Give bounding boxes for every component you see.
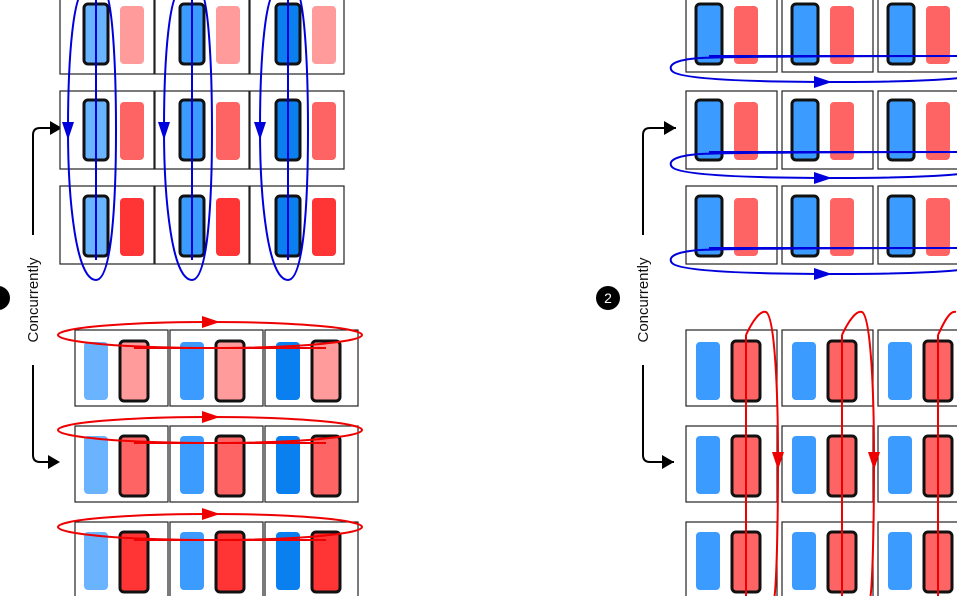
red-ring-group-right bbox=[745, 310, 957, 596]
step-badge-right: 2 bbox=[596, 286, 620, 310]
right-panel: 2 Concurrently bbox=[596, 0, 957, 596]
step-badge-right-number: 2 bbox=[604, 290, 612, 306]
concurrency-bracket-right: Concurrently bbox=[635, 121, 676, 469]
concurrently-label-right: Concurrently bbox=[635, 257, 652, 343]
left-bottom-grid bbox=[57, 316, 363, 596]
concurrently-label-left: Concurrently bbox=[25, 257, 42, 343]
step-badge-left bbox=[0, 286, 10, 310]
right-bottom-grid bbox=[685, 310, 957, 596]
left-top-grid bbox=[59, 0, 345, 281]
left-panel: Concurrently bbox=[0, 0, 363, 596]
blue-ring-group-right bbox=[669, 55, 957, 276]
concurrency-bracket-left: Concurrently bbox=[25, 121, 62, 469]
right-top-grid bbox=[669, 0, 957, 280]
